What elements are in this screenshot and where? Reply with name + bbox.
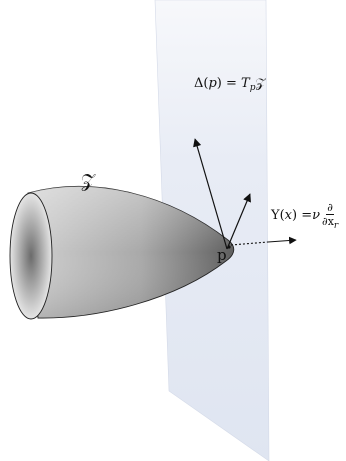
y-fraction: ∂ ∂xr [322,201,339,231]
y-nu: ν [312,207,321,223]
y-frac-num: ∂ [326,201,334,215]
delta-lhs: Δ( [194,76,209,91]
label-z-text: 𝒵 [81,171,95,192]
label-p: p [217,246,227,264]
delta-t: T [241,76,250,91]
y-frac-den-main: ∂x [322,215,334,228]
delta-mid: ) = [216,76,242,91]
cone-shading [28,186,234,319]
cone-mouth [9,192,53,320]
label-delta: Δ(p) = Tp𝒵 [194,76,266,93]
label-y: Y(x) = ν ∂ ∂xr [271,201,339,231]
tangent-vector-right [226,193,251,250]
y-frac-den-sub: r [333,221,339,231]
y-arg: x [284,207,292,223]
y-mid: ) = [292,207,313,223]
delta-arg: p [208,76,217,91]
delta-z: 𝒵 [255,76,266,91]
delta-t-sub: p [249,83,256,93]
y-frac-den: ∂xr [322,215,339,231]
tangent-vector-up [193,138,228,250]
y-lhs: Y( [271,207,285,223]
y-vector [267,236,297,245]
label-z: 𝒵 [81,171,95,192]
point-p [227,245,231,249]
label-p-text: p [217,246,227,264]
